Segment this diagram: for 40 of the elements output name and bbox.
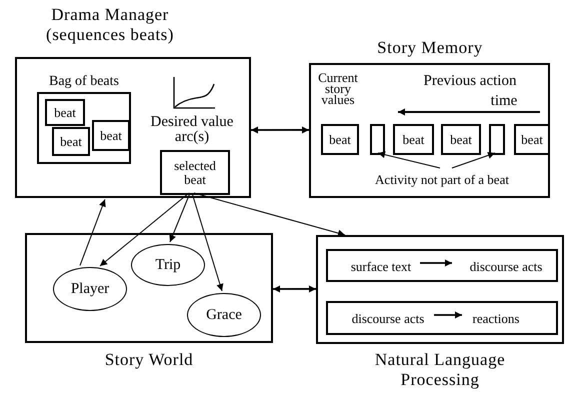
arrow (169, 192, 190, 242)
character-ellipse: Trip (131, 244, 205, 286)
axis-label: time (490, 94, 518, 108)
component-title: Story World (104, 350, 194, 371)
beat-box: beat (45, 99, 85, 126)
arrow (80, 198, 106, 266)
process-step-text: surface text (338, 258, 424, 276)
beat-box: beat (441, 124, 481, 155)
beat-box: beat (52, 127, 90, 156)
component-title: Story Memory (376, 38, 484, 58)
beat-box: beat (92, 120, 130, 151)
character-ellipse: Grace (187, 293, 261, 337)
arrow (100, 192, 190, 266)
group-heading: Bag of beats (48, 73, 120, 88)
gap-box (489, 124, 505, 155)
arrow (251, 126, 309, 134)
character-ellipse: Player (53, 267, 127, 311)
arrow (192, 192, 224, 292)
column-heading: Previous action (422, 74, 518, 90)
component-title: Drama Manager (sequences beats) (45, 5, 175, 46)
arrow (273, 285, 316, 292)
arrow (378, 151, 440, 168)
process-box (326, 249, 558, 282)
beat-box: beat (321, 124, 359, 155)
beat-box: beat (514, 124, 550, 155)
arrow (420, 260, 452, 266)
process-step-text: discourse acts (456, 258, 556, 276)
arrow (434, 312, 462, 318)
gap-box (370, 124, 385, 155)
process-step-text: discourse acts (338, 310, 438, 328)
arrow (193, 192, 346, 236)
component-title: Natural Language Processing (374, 350, 506, 391)
process-step-text: reactions (466, 310, 526, 328)
process-box (326, 301, 558, 335)
beat-box: beat (393, 124, 434, 155)
chart-caption: Desired value arc(s) (150, 115, 234, 145)
selected-beat-box: selected beat (160, 150, 230, 195)
arrow (451, 152, 496, 168)
annotation-text: Activity not part of a beat (354, 170, 530, 190)
column-heading: Current story values (317, 72, 359, 106)
